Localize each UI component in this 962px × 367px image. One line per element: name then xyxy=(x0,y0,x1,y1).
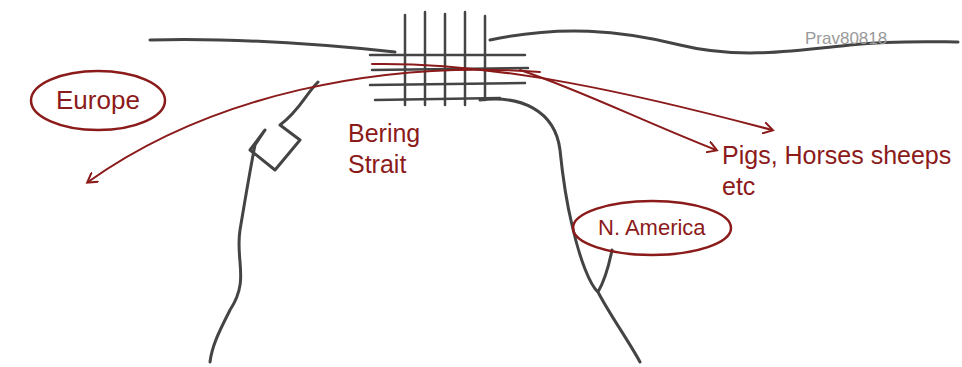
circled-region: N. America xyxy=(570,198,734,258)
region-name: Europe xyxy=(56,85,140,116)
map-label: Pigs, Horses sheeps etc xyxy=(722,140,952,203)
region-name: N. America xyxy=(598,215,706,241)
animal-arrow xyxy=(520,70,716,150)
circled-region: Europe xyxy=(28,68,168,133)
watermark: Prav80818 xyxy=(805,28,955,49)
america-north-coast xyxy=(490,31,958,53)
map-label: Bering Strait xyxy=(348,118,483,181)
migration-arrow-east xyxy=(372,64,772,130)
asia-north-coast xyxy=(150,40,395,53)
strait-hatching xyxy=(370,12,528,105)
asia-east-coast xyxy=(210,82,318,362)
